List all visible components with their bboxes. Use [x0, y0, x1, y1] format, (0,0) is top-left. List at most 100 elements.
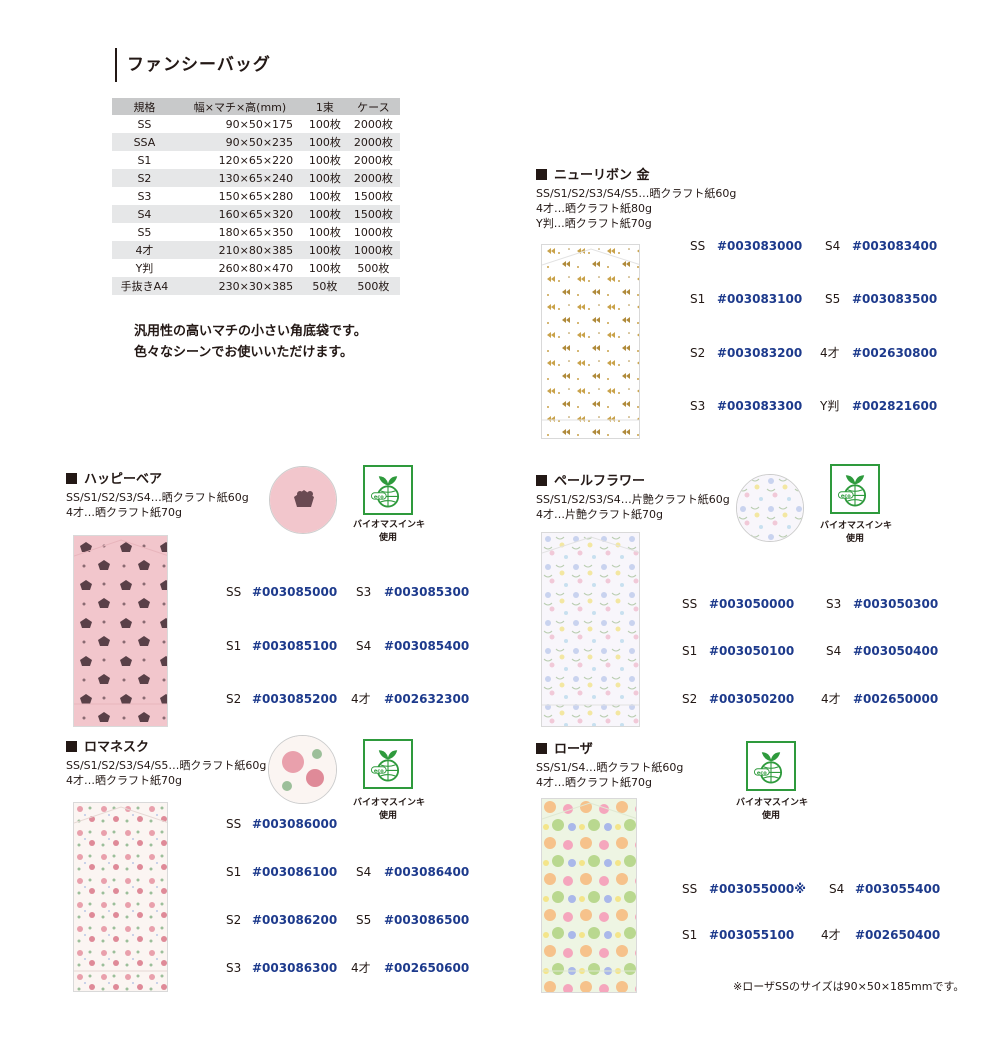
product-name: ローザ	[554, 742, 593, 757]
square-bullet-icon	[66, 473, 77, 484]
col-header: 幅×マチ×高(mm)	[176, 98, 304, 115]
product-code: #003085400	[384, 639, 470, 653]
romanesque-materials: SS/S1/S2/S3/S4/S5…晒クラフト紙60g 4才…晒クラフト紙70g	[66, 758, 266, 788]
product-code: #002630800	[852, 346, 938, 360]
cell-case: 1500枚	[353, 190, 393, 203]
cell-dimensions: 230×30×385	[176, 277, 304, 295]
new-ribbon-materials: SS/S1/S2/S3/S4/S5…晒クラフト紙60g 4才…晒クラフト紙80g…	[536, 186, 736, 231]
product-name: ニューリボン 金	[554, 168, 650, 183]
cell-bundle: 50枚	[303, 277, 347, 295]
cell-dimensions: 210×80×385	[176, 241, 304, 259]
cell-case: 2000枚	[353, 118, 393, 131]
romanesque-bag-image	[73, 802, 168, 992]
material-line: SS/S1/S2/S3/S4…片艶クラフト紙60g	[536, 493, 730, 506]
cell-bundle: 100枚	[308, 262, 341, 275]
cell-size: S2	[112, 169, 177, 187]
cell-case: 500枚	[357, 262, 390, 275]
bio-mass-ink-icon	[837, 474, 867, 507]
size-label: SS	[682, 597, 698, 611]
product-code: #003086200	[252, 913, 338, 927]
material-line: 4才…晒クラフト紙70g	[536, 776, 652, 789]
size-label: S3	[226, 961, 242, 975]
bio-ink-badge	[746, 741, 796, 791]
size-label: SS	[682, 882, 698, 896]
bio-ink-badge	[363, 465, 413, 515]
rosa-materials: SS/S1/S4…晒クラフト紙60g 4才…晒クラフト紙70g	[536, 760, 683, 790]
bio-ink-label: バイオマスインキ使用	[736, 797, 809, 823]
size-label: S1	[226, 639, 242, 653]
size-label: S1	[690, 292, 706, 306]
pale-flower-title: ペールフラワー	[536, 474, 645, 490]
material-line: SS/S1/S4…晒クラフト紙60g	[536, 761, 684, 774]
product-code: #003083200	[717, 346, 803, 360]
page-title: ファンシーバッグ	[115, 48, 271, 82]
cell-case: 1500枚	[346, 205, 400, 223]
bio-ink-label-line: 使用	[845, 534, 864, 544]
bio-ink-label-line: バイオマスインキ	[820, 521, 893, 531]
romanesque-title: ロマネスク	[66, 740, 149, 756]
bio-mass-ink-icon	[370, 475, 400, 508]
bio-mass-ink-icon	[370, 749, 400, 782]
product-code: #003086100	[252, 865, 338, 879]
cell-size: S4	[112, 205, 177, 223]
new-ribbon-bag-image	[541, 244, 640, 439]
size-label: S2	[690, 346, 706, 360]
cell-bundle: 100枚	[303, 205, 347, 223]
cell-dimensions: 90×50×235	[176, 133, 304, 151]
size-label: S3	[356, 585, 372, 599]
size-label: Y判	[820, 399, 840, 413]
cell-size: SS	[137, 117, 152, 131]
happy-bear-swatch	[269, 466, 337, 534]
bio-ink-label-line: バイオマスインキ	[736, 798, 809, 808]
size-label: S2	[682, 692, 698, 706]
cell-bundle: 100枚	[308, 190, 341, 203]
size-label: S1	[682, 928, 698, 942]
table-header-row: 規格 幅×マチ×高(mm) 1束 ケース	[112, 98, 400, 115]
cell-case: 1000枚	[353, 226, 393, 239]
square-bullet-icon	[536, 169, 547, 180]
product-code: #003050000	[709, 597, 795, 611]
cell-case: 1000枚	[346, 241, 400, 259]
size-label: 4才	[820, 346, 840, 360]
cell-dimensions: 160×65×320	[176, 205, 304, 223]
bio-ink-label-line: バイオマスインキ	[353, 520, 426, 530]
cell-bundle: 100枚	[303, 169, 347, 187]
product-code: #003083300	[717, 399, 803, 413]
product-code: #002650000	[853, 692, 939, 706]
size-label: SS	[226, 585, 242, 599]
material-line: SS/S1/S2/S3/S4/S5…晒クラフト紙60g	[66, 759, 267, 772]
pale-flower-materials: SS/S1/S2/S3/S4…片艶クラフト紙60g 4才…片艶クラフト紙70g	[536, 492, 730, 522]
product-code: #003083500	[852, 292, 938, 306]
cell-size: S1	[137, 153, 152, 167]
size-label: S4	[829, 882, 845, 896]
rosa-bag-image	[541, 798, 637, 993]
product-name: ハッピーベア	[84, 472, 163, 487]
size-label: S1	[682, 644, 698, 658]
product-code: #002821600	[852, 399, 938, 413]
square-bullet-icon	[536, 743, 547, 754]
romanesque-swatch	[268, 735, 337, 804]
cell-size: S3	[137, 189, 152, 203]
pale-flower-swatch	[736, 474, 804, 542]
product-code: #003085300	[384, 585, 470, 599]
size-label: S5	[356, 913, 372, 927]
cell-bundle: 100枚	[303, 133, 347, 151]
size-label: SS	[690, 239, 706, 253]
product-code: #003083400	[852, 239, 938, 253]
cell-dimensions: 180×65×350	[218, 225, 294, 239]
size-label: S3	[690, 399, 706, 413]
description-line: 汎用性の高いマチの小さい角底袋です。	[134, 324, 367, 339]
col-header: ケース	[346, 98, 400, 115]
col-header: 1束	[303, 98, 347, 115]
product-code: #003050200	[709, 692, 795, 706]
size-label: S3	[826, 597, 842, 611]
product-description: 汎用性の高いマチの小さい角底袋です。 色々なシーンでお使いいただけます。	[134, 321, 367, 363]
bio-ink-label: バイオマスインキ使用	[820, 520, 893, 546]
